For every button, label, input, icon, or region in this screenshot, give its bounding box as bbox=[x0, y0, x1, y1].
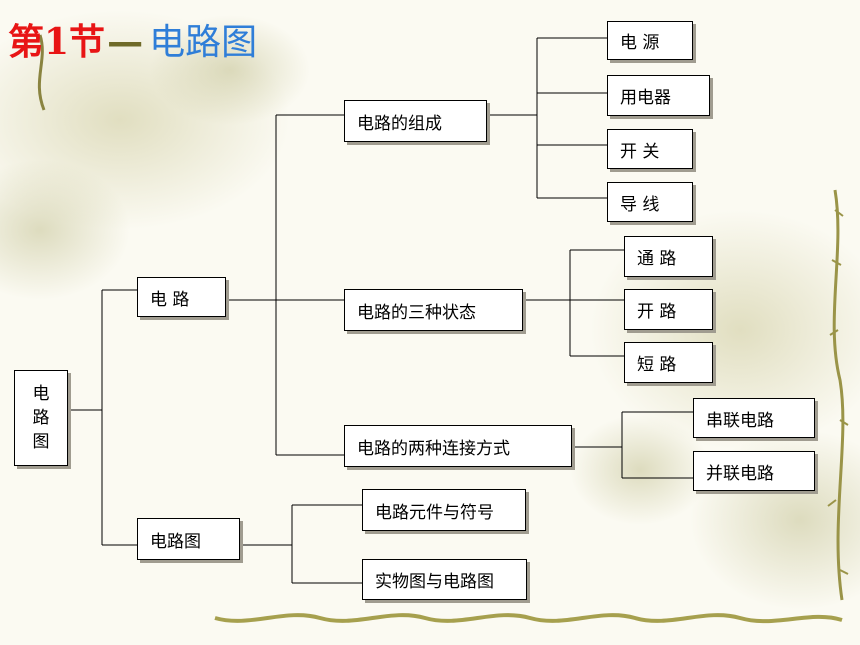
node-circuit: 电 路 bbox=[137, 277, 226, 317]
node-parallel-circuit: 并联电路 bbox=[693, 451, 815, 491]
title-separator: — bbox=[107, 22, 144, 63]
node-switch: 开 关 bbox=[607, 129, 693, 169]
node-appliance: 用电器 bbox=[607, 75, 710, 116]
root-char-1: 电 bbox=[32, 384, 50, 404]
node-open-circuit: 开 路 bbox=[624, 289, 713, 330]
slide-title: 第1节—电路图 bbox=[8, 18, 257, 67]
node-symbols: 电路元件与符号 bbox=[362, 489, 526, 531]
node-power-source: 电 源 bbox=[607, 21, 693, 60]
node-series-circuit: 串联电路 bbox=[693, 398, 815, 438]
topic-title: 电路图 bbox=[149, 22, 258, 63]
node-composition: 电路的组成 bbox=[344, 100, 487, 142]
node-real-to-diagram: 实物图与电路图 bbox=[362, 559, 527, 600]
node-circuit-diagram: 电路图 bbox=[137, 518, 240, 560]
root-char-3: 图 bbox=[32, 432, 50, 452]
node-wire: 导 线 bbox=[607, 182, 693, 222]
root-char-2: 路 bbox=[32, 408, 50, 428]
node-closed-circuit: 通 路 bbox=[624, 236, 713, 277]
node-two-connections: 电路的两种连接方式 bbox=[344, 425, 572, 467]
node-three-states: 电路的三种状态 bbox=[344, 289, 523, 331]
node-short-circuit: 短 路 bbox=[624, 342, 713, 383]
root-node: 电 路 图 bbox=[14, 370, 68, 466]
section-number: 第1节 bbox=[8, 21, 106, 63]
